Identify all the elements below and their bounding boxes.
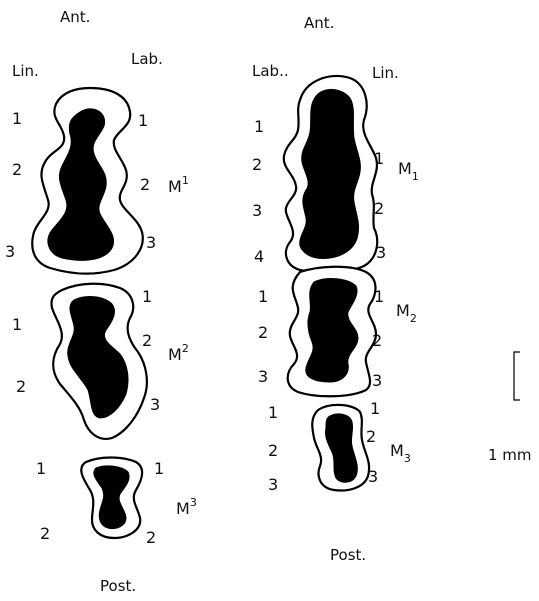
lower-m3-labial-cusp-3: 3 <box>268 475 278 494</box>
scale-bar: 1 mm <box>488 351 532 464</box>
lower-m3-crown <box>311 403 371 492</box>
upper-m1-crown <box>31 86 144 275</box>
upper-m2-labial-cusp-3: 3 <box>150 395 160 414</box>
lower-m2-lingual-cusp-1: 1 <box>374 287 384 306</box>
upper-m3-label-index: 3 <box>190 496 197 509</box>
lower-m1-crown <box>282 74 379 274</box>
lower-m3-lingual-cusp-3: 3 <box>368 467 378 486</box>
upper-posterior-label: Post. <box>100 577 136 595</box>
lower-m1-lingual-cusp-2: 2 <box>374 199 384 218</box>
upper-m1-lingual-cusp-1: 1 <box>12 109 22 128</box>
lower-m1-lingual-cusp-1: 1 <box>374 149 384 168</box>
upper-m3-lingual-cusp-1: 1 <box>36 459 46 478</box>
upper-m2-lingual-cusp-1: 1 <box>12 315 22 334</box>
upper-m1-lingual-cusp-3: 3 <box>5 242 15 261</box>
upper-molar-row: Ant. Lin. Lab. 1 2 3 1 2 3 M1 1 2 1 2 3 … <box>5 8 197 595</box>
upper-m3-label: M3 <box>176 496 197 518</box>
lower-m1-labial-cusp-4: 4 <box>254 247 264 266</box>
upper-m2-lingual-cusp-2: 2 <box>16 377 26 396</box>
scale-bar-label: 1 mm <box>488 446 532 464</box>
upper-m2-crown <box>50 282 148 440</box>
lower-m2-labial-cusp-2: 2 <box>258 323 268 342</box>
lower-m1-labial-cusp-2: 2 <box>252 155 262 174</box>
lower-m1-labial-cusp-3: 3 <box>252 201 262 220</box>
lower-m3-labial-cusp-1: 1 <box>268 403 278 422</box>
upper-m2-labial-cusp-1: 1 <box>142 287 152 306</box>
upper-m1-label-base: M <box>168 177 182 196</box>
upper-m1-lingual-cusp-2: 2 <box>12 160 22 179</box>
lower-m2-labial-cusp-3: 3 <box>258 367 268 386</box>
lower-labial-label: Lab.. <box>252 62 289 80</box>
lower-m1-dentine <box>299 89 361 259</box>
upper-m1-labial-cusp-1: 1 <box>138 111 148 130</box>
lower-anterior-label: Ant. <box>304 14 334 32</box>
lower-molar-row: Ant. Lab.. Lin. 1 2 3 4 1 2 3 M1 1 2 3 1… <box>252 14 419 564</box>
lower-lingual-label: Lin. <box>372 64 399 82</box>
upper-m1-label: M1 <box>168 174 189 196</box>
upper-lingual-label: Lin. <box>12 62 39 80</box>
lower-m2-crown <box>286 265 378 398</box>
lower-m2-label: M2 <box>396 301 417 325</box>
lower-m3-label-index: 3 <box>404 452 411 465</box>
lower-m2-dentine <box>305 278 359 383</box>
upper-m2-dentine <box>67 296 129 419</box>
upper-m3-crown <box>80 456 144 540</box>
upper-m2-label-base: M <box>168 345 182 364</box>
upper-m3-labial-cusp-2: 2 <box>146 528 156 547</box>
lower-m3-label-base: M <box>390 441 404 460</box>
upper-m1-label-index: 1 <box>182 174 189 187</box>
upper-anterior-label: Ant. <box>60 8 90 26</box>
upper-m2-label-index: 2 <box>182 342 189 355</box>
lower-m3-lingual-cusp-2: 2 <box>366 427 376 446</box>
lower-m1-label: M1 <box>398 159 419 183</box>
upper-labial-label: Lab. <box>131 50 163 68</box>
upper-m2-labial-cusp-2: 2 <box>142 331 152 350</box>
lower-m1-labial-cusp-1: 1 <box>254 117 264 136</box>
lower-m2-label-index: 2 <box>410 312 417 325</box>
lower-posterior-label: Post. <box>330 546 366 564</box>
upper-m3-label-base: M <box>176 499 190 518</box>
lower-m3-dentine <box>325 413 358 483</box>
lower-m2-label-base: M <box>396 301 410 320</box>
lower-m2-labial-cusp-1: 1 <box>258 287 268 306</box>
upper-m1-dentine <box>47 108 114 261</box>
upper-m2-label: M2 <box>168 342 189 364</box>
lower-m1-lingual-cusp-3: 3 <box>376 243 386 262</box>
upper-m3-lingual-cusp-2: 2 <box>40 524 50 543</box>
upper-m1-labial-cusp-3: 3 <box>146 233 156 252</box>
scale-bar-line <box>513 351 520 401</box>
lower-m2-lingual-cusp-2: 2 <box>372 331 382 350</box>
lower-m3-label: M3 <box>390 441 411 465</box>
lower-m1-label-base: M <box>398 159 412 178</box>
upper-m3-labial-cusp-1: 1 <box>154 459 164 478</box>
upper-m1-labial-cusp-2: 2 <box>140 175 150 194</box>
lower-m3-lingual-cusp-1: 1 <box>370 399 380 418</box>
upper-m3-dentine <box>93 465 130 529</box>
lower-m1-label-index: 1 <box>412 170 419 183</box>
lower-m3-labial-cusp-2: 2 <box>268 441 278 460</box>
lower-m2-lingual-cusp-3: 3 <box>372 371 382 390</box>
